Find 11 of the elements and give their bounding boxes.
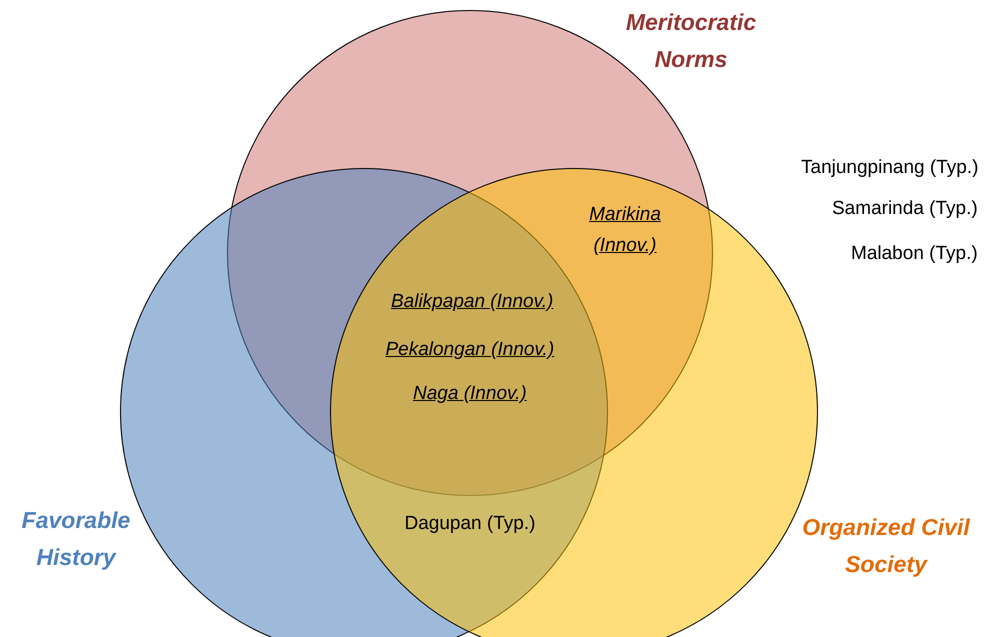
city-label: Malabon (Typ.): [851, 243, 978, 265]
city-label: Marikina (Innov.): [588, 203, 662, 258]
city-label: Tanjungpinang (Typ.): [801, 157, 978, 179]
city-label: Dagupan (Typ.): [404, 513, 536, 535]
city-label: Samarinda (Typ.): [832, 198, 978, 220]
city-label: Balikpapan (Innov.): [391, 291, 554, 313]
city-label: Pekalongan (Innov.): [386, 339, 554, 361]
circle-title: Favorable History: [20, 506, 132, 572]
city-label: Naga (Innov.): [413, 383, 527, 405]
circle-title: Meritocratic Norms: [624, 8, 758, 74]
circle-title: Organized Civil Society: [801, 513, 972, 579]
